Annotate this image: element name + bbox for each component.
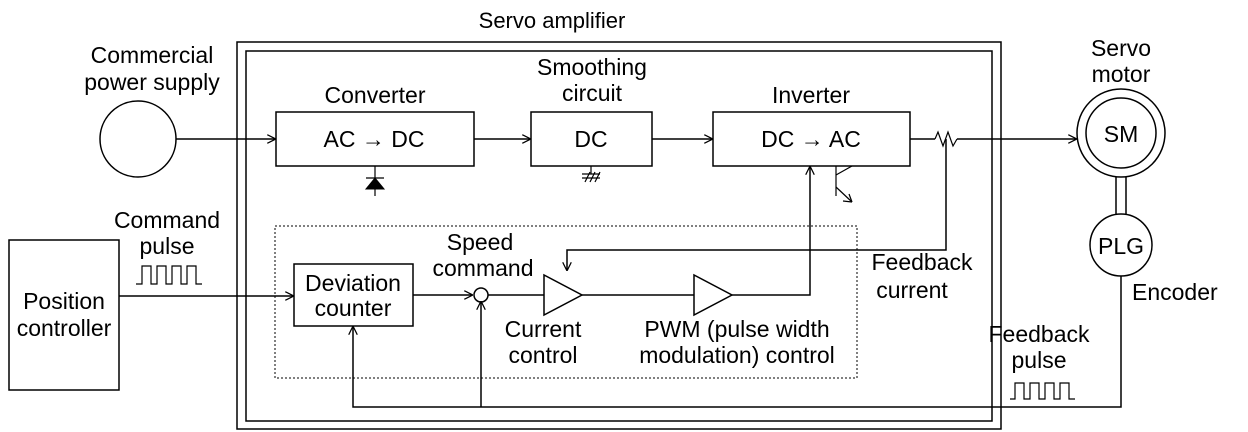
servo-motor-label: SM (1104, 121, 1139, 147)
position-controller-label-line2: controller (17, 315, 112, 341)
command-pulse-waveform-icon (136, 265, 202, 285)
smoothing-title-line2: circuit (562, 80, 623, 106)
speed-command-label-line1: Speed (447, 229, 514, 255)
deviation-counter-label-line1: Deviation (305, 270, 401, 296)
current-control-label-line1: Current (505, 316, 582, 342)
pwm-to-inverter-arrow (732, 167, 810, 296)
feedback-pulse-label-line1: Feedback (988, 321, 1090, 347)
control-section-boundary (274, 225, 858, 379)
command-pulse-label-line1: Command (114, 207, 220, 233)
servo-motor-title-line1: Servo (1091, 35, 1151, 61)
converter-title: Converter (325, 82, 426, 108)
power-supply-label-line1: Commercial (91, 42, 214, 68)
inverter-label: DC → AC (761, 126, 861, 152)
encoder-name: Encoder (1132, 279, 1218, 305)
pwm-control-label-line1: PWM (pulse width (644, 316, 829, 342)
capacitor-icon (582, 166, 601, 183)
servo-motor-inner-ring (1085, 97, 1157, 169)
position-controller-label-line1: Position (23, 288, 105, 314)
inverter-title: Inverter (772, 82, 850, 108)
feedback-pulse-label-line2: pulse (1012, 347, 1067, 373)
servo-amplifier-title: Servo amplifier (479, 8, 626, 33)
feedback-current-label-line1: Feedback (871, 249, 973, 275)
feedback-current-line (567, 139, 947, 270)
smoothing-label: DC (574, 126, 607, 152)
pwm-control-amplifier (693, 273, 734, 317)
pwm-control-label-line2: modulation) control (639, 342, 835, 368)
inverter-block (712, 111, 911, 167)
transistor-icon (835, 165, 853, 203)
servo-motor-title-line2: motor (1092, 61, 1151, 87)
current-control-amplifier (543, 273, 584, 317)
command-pulse-label-line2: pulse (140, 233, 195, 259)
deviation-counter-label-line2: counter (315, 295, 392, 321)
power-supply-label-line2: power supply (84, 69, 220, 95)
servo-amplifier-outer-frame (236, 41, 1002, 430)
converter-label: AC → DC (324, 126, 425, 152)
servo-amplifier-inner-frame (245, 50, 993, 422)
converter-block (275, 111, 475, 167)
current-control-label-line2: control (508, 342, 577, 368)
feedback-pulse-waveform-icon (1010, 382, 1075, 400)
feedback-pulse-line (353, 276, 1122, 408)
power-supply-symbol (99, 100, 177, 178)
diode-icon (364, 166, 386, 196)
feedback-current-label-line2: current (876, 277, 948, 303)
speed-command-label-line2: command (433, 255, 534, 281)
position-controller-block (8, 239, 120, 391)
summing-junction (473, 287, 489, 303)
smoothing-title-line1: Smoothing (537, 54, 647, 80)
servo-motor-outer-ring (1076, 88, 1166, 178)
smoothing-block (530, 111, 653, 167)
encoder-label: PLG (1098, 233, 1144, 259)
